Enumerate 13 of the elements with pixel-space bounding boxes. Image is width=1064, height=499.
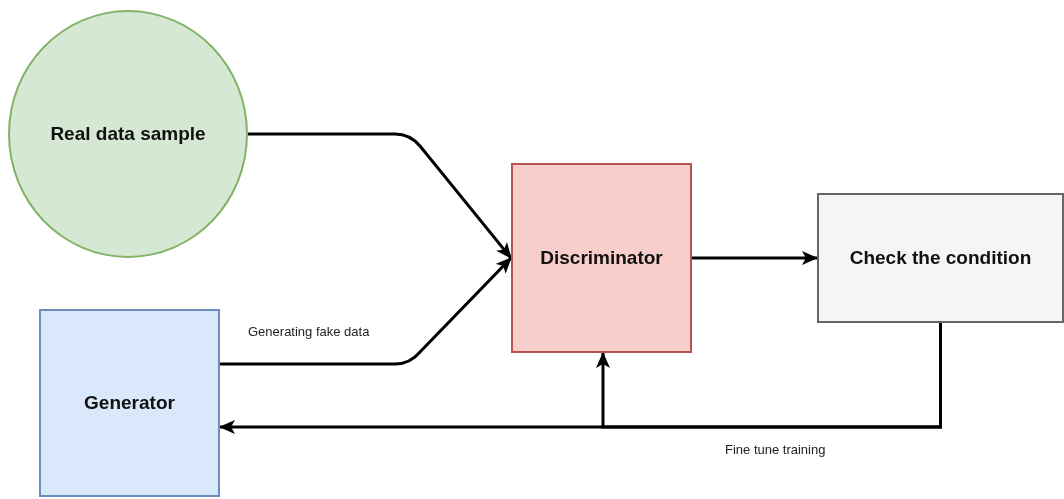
arrow bbox=[596, 323, 942, 429]
edge-label: Fine tune training bbox=[725, 442, 826, 457]
node-label: Check the condition bbox=[849, 247, 1032, 269]
node-label: Discriminator bbox=[540, 247, 663, 269]
arrow bbox=[248, 132, 513, 259]
arrow bbox=[220, 256, 513, 366]
edge-label: Generating fake data bbox=[248, 324, 370, 339]
process-box bbox=[39, 309, 220, 497]
arrow bbox=[692, 251, 818, 265]
node-label: Generator bbox=[84, 392, 175, 414]
node-label: Real data sample bbox=[50, 123, 206, 145]
process-box bbox=[511, 163, 692, 353]
process-box bbox=[817, 193, 1064, 323]
